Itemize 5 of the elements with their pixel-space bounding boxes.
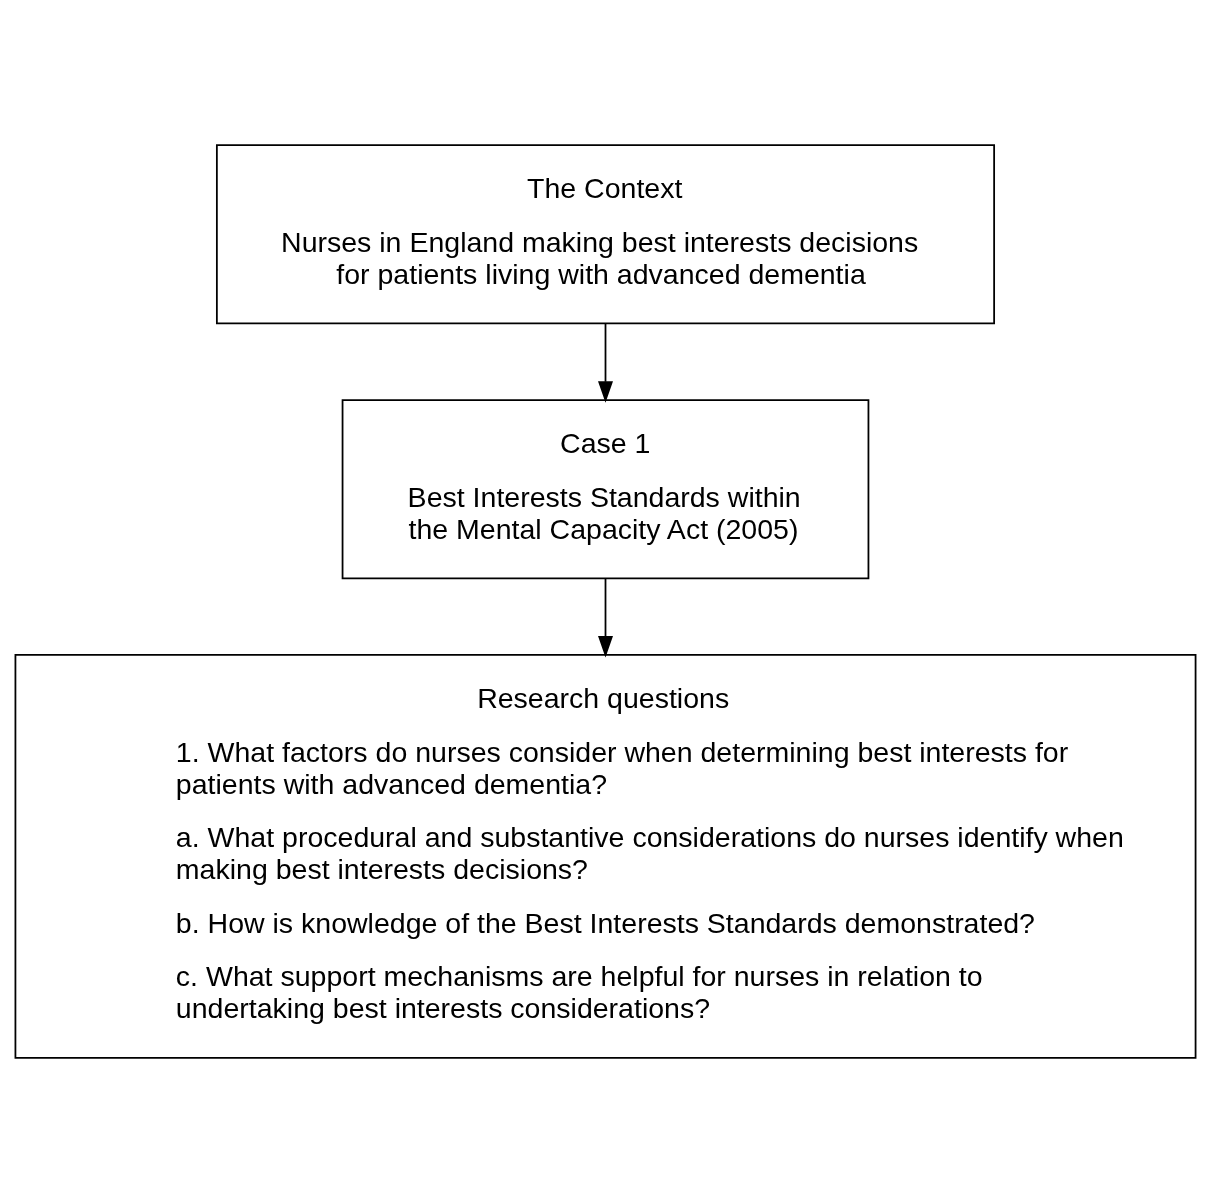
arrow <box>598 577 613 658</box>
arrow <box>598 323 613 403</box>
node-box: The Context Nurses in England making best interests decisions for patients living with advanced dementia <box>216 144 995 325</box>
node-box: Research questions 1. What factors do nurses consider when determining best interests for patients with advanced dementia? a. What procedural and substantive considerations do nurses identify when making best interests decisions? b. How is knowledge of the Best Interests Standards demonstrated? c. What support mechanisms are helpful for nurses in relation to undertaking best interests considerations? <box>14 654 1197 1059</box>
node-box: Case 1 Best Interests Standards within the Mental Capacity Act (2005) <box>341 399 870 580</box>
